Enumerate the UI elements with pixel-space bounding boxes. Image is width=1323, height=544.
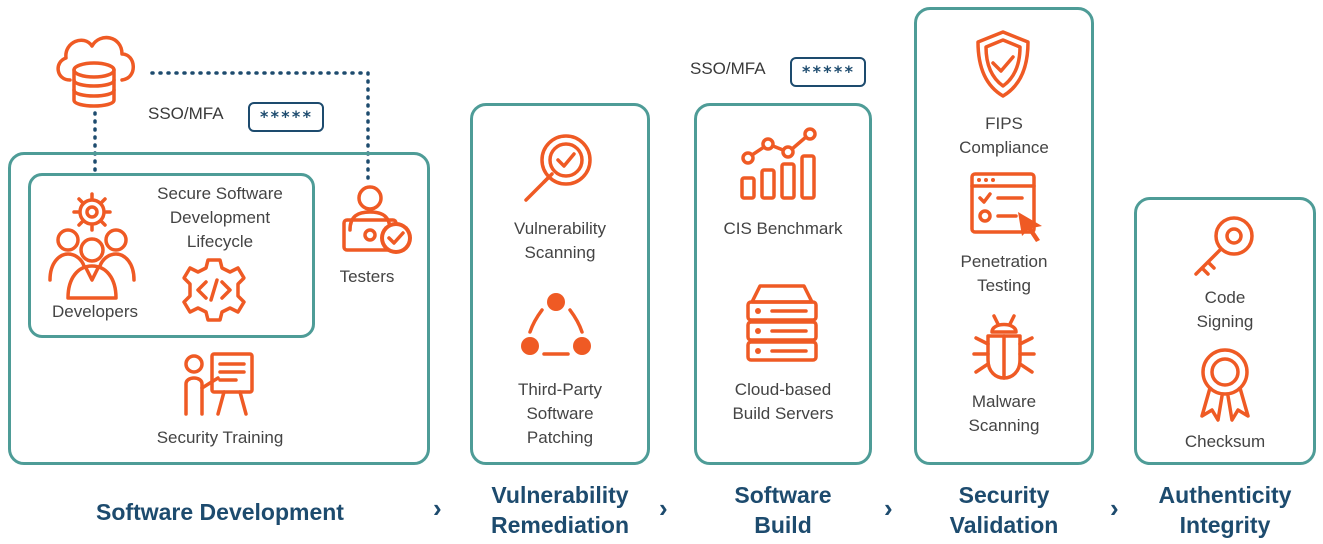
third-party-nodes-icon [521,293,591,356]
code-gear-icon [182,258,246,322]
servers-line-1: Cloud-based [734,380,832,399]
shield-check-icon [976,30,1030,98]
fips-line-2: Compliance [959,138,1049,157]
trainer-presentation-icon [184,352,254,416]
chevron-right-icon: › [884,493,893,523]
chevron-right-icon: › [433,493,442,523]
signing-line-2: Signing [1196,312,1254,331]
fips-line-1: FIPS [985,114,1023,133]
developers-label: Developers [52,302,138,321]
software-development-panel [8,152,430,465]
vulnerability-scanning-label: Vulnerability Scanning [480,217,640,265]
patch-line-3: Patching [526,428,594,447]
cloud-build-servers-label: Cloud-based Build Servers [700,378,866,426]
malware-line-1: Malware [971,392,1037,411]
malware-scanning-label: Malware Scanning [924,390,1084,438]
code-signing-label: Code Signing [1145,286,1305,334]
stage-5-line-1: Authenticity [1158,482,1292,508]
sdlc-label: Secure Software Development Lifecycle [140,182,300,254]
security-training-label: Security Training [156,428,284,447]
magnifier-check-icon [524,134,592,202]
benchmark-chart-icon [740,127,817,200]
sdlc-line-1: Secure Software [157,184,283,203]
vulnerability-remediation-panel [470,103,650,465]
stage-3-line-2: Build [754,512,812,538]
stage-4-line-2: Validation [949,512,1059,538]
stage-5-line-2: Integrity [1179,512,1271,538]
developers-sdlc-panel [28,173,315,338]
third-party-patching-label: Third-Party Software Patching [480,378,640,450]
password-mask-field-build: ***** [790,57,866,87]
testers-label: Testers [339,267,395,286]
stage-software-build: Software Build [694,480,872,540]
sdlc-line-3: Lifecycle [186,232,254,251]
sso-mfa-label: SSO/MFA [148,104,224,123]
developers-group-icon [48,192,136,300]
stage-vulnerability-remediation: Vulnerability Remediation [470,480,650,540]
password-mask-field: ***** [248,102,324,132]
software-build-panel [694,103,872,465]
tester-laptop-icon [342,185,412,254]
stage-software-development: Software Development [60,497,380,527]
chevron-right-icon: › [1110,493,1119,523]
stage-authenticity-integrity: Authenticity Integrity [1134,480,1316,540]
chevron-right-icon: › [659,493,668,523]
stage-2-line-1: Vulnerability [491,482,629,508]
pentest-line-2: Testing [977,276,1031,295]
stage-1-line-1: Software Development [96,499,344,525]
authenticity-integrity-panel [1134,197,1316,465]
sdlc-line-2: Development [169,208,271,227]
malware-bug-icon [972,314,1036,380]
vuln-scan-line-2: Scanning [524,243,596,262]
malware-line-2: Scanning [968,416,1040,435]
stage-3-line-1: Software [734,482,832,508]
key-icon [1194,216,1254,276]
checksum-label: Checksum [1184,432,1266,451]
stage-security-validation: Security Validation [914,480,1094,540]
certificate-ribbon-icon [1200,348,1250,422]
fips-compliance-label: FIPS Compliance [924,112,1084,160]
security-validation-panel [914,7,1094,465]
patch-line-2: Software [526,404,594,423]
penetration-testing-label: Penetration Testing [924,250,1084,298]
signing-line-1: Code [1204,288,1246,307]
sso-mfa-label-build: SSO/MFA [690,59,766,78]
servers-line-2: Build Servers [732,404,834,423]
server-rack-icon [746,284,818,362]
patch-line-1: Third-Party [517,380,603,399]
stage-4-line-1: Security [958,482,1050,508]
cis-benchmark-label: CIS Benchmark [723,219,843,238]
vuln-scan-line-1: Vulnerability [514,219,606,238]
cloud-database-icon [56,35,135,108]
stage-2-line-2: Remediation [490,512,630,538]
penetration-form-icon [970,172,1042,242]
pentest-line-1: Penetration [960,252,1048,271]
